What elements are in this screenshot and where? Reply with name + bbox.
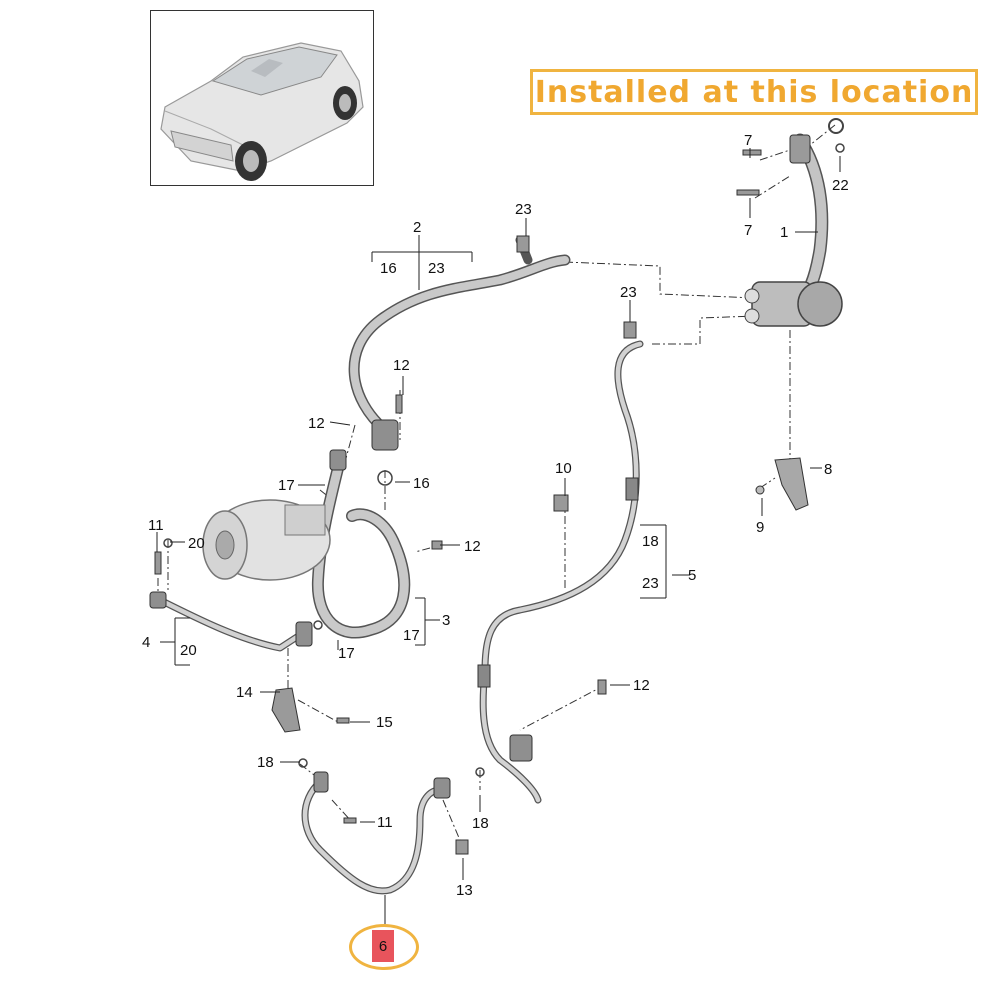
callout-5-23: 23 (642, 575, 659, 592)
callout-20: 20 (188, 535, 205, 552)
bolt-7 (736, 189, 760, 196)
valve-block (744, 281, 843, 327)
compressor (202, 499, 331, 581)
hoses (156, 133, 829, 895)
callout-16: 16 (413, 475, 430, 492)
callout-17: 17 (278, 477, 295, 494)
callout-11: 11 (148, 517, 164, 534)
callout-2: 2 (413, 219, 421, 236)
callout-4-20: 20 (180, 642, 197, 659)
installed-location-banner: Installed at this location (530, 69, 978, 115)
leader-lines (157, 124, 836, 846)
hose-5-connector (509, 734, 533, 762)
hose-4-end (149, 591, 167, 609)
callout-lines (156, 148, 841, 924)
callout-12: 12 (393, 357, 410, 374)
hose-5-sleeve (477, 664, 491, 688)
bolt-12 (395, 394, 403, 414)
o-ring-18 (298, 758, 308, 768)
callout-7: 7 (744, 132, 752, 149)
callout-7: 7 (744, 222, 752, 239)
callout-2-16: 16 (380, 260, 397, 277)
callout-5: 5 (688, 567, 696, 584)
callout-14: 14 (236, 684, 253, 701)
nut-9 (755, 485, 765, 495)
hose-3-flange (329, 449, 347, 471)
hose-5-sleeve (625, 477, 639, 501)
bolt-15 (336, 717, 350, 724)
callout-18: 18 (472, 815, 489, 832)
callout-10: 10 (555, 460, 572, 477)
bolt-12 (597, 679, 607, 695)
car-illustration (160, 42, 364, 181)
clip-13 (455, 839, 469, 855)
components (149, 118, 845, 855)
highlight-ring (349, 924, 419, 970)
bolt-7 (742, 149, 762, 156)
callout-17: 17 (338, 645, 355, 662)
callout-18: 18 (257, 754, 274, 771)
o-ring (835, 143, 845, 153)
o-ring-20 (163, 538, 173, 548)
callout-11: 11 (377, 814, 393, 831)
callout-13: 13 (456, 882, 473, 899)
hose-4-flange (295, 621, 313, 647)
hose-6-flange (313, 771, 329, 793)
callout-22: 22 (832, 177, 849, 194)
callout-5-18: 18 (642, 533, 659, 550)
clip-10 (553, 494, 569, 512)
bolt-11 (154, 551, 162, 575)
callout-23: 23 (620, 284, 637, 301)
callout-4: 4 (142, 634, 150, 651)
hose-2-flange (371, 419, 399, 451)
callout-12: 12 (308, 415, 325, 432)
bolt-11 (343, 817, 357, 824)
callout-12: 12 (464, 538, 481, 555)
hose-1-flange (789, 134, 811, 164)
callout-2-23: 23 (428, 260, 445, 277)
o-ring-16 (377, 470, 393, 486)
cap-23 (516, 235, 530, 253)
highlighted-part-label: 6 (372, 930, 394, 962)
o-ring-18 (475, 767, 485, 777)
cap-23 (623, 321, 637, 339)
callout-15: 15 (376, 714, 393, 731)
o-ring-17 (313, 620, 323, 630)
callout-23: 23 (515, 201, 532, 218)
bracket-8 (774, 457, 809, 511)
o-ring (828, 118, 844, 134)
callout-12: 12 (633, 677, 650, 694)
callout-labels: 2 16 23 23 23 7 7 22 1 8 9 10 12 12 17 1… (142, 132, 849, 899)
callout-3-17: 17 (403, 627, 420, 644)
callout-9: 9 (756, 519, 764, 536)
vehicle-location-thumbnail (150, 10, 374, 186)
callout-1: 1 (780, 224, 788, 241)
callout-8: 8 (824, 461, 832, 478)
hose-6-flange (433, 777, 451, 799)
callout-3: 3 (442, 612, 450, 629)
bracket-14 (271, 687, 301, 733)
